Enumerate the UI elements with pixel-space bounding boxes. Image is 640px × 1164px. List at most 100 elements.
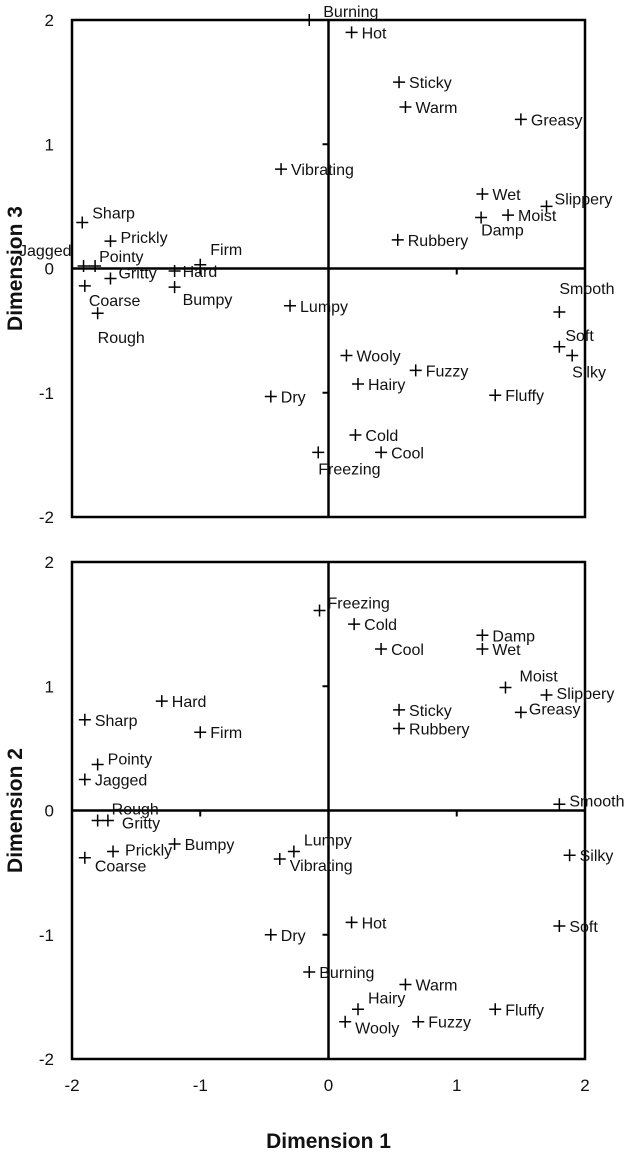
data-point-label: Slippery — [557, 686, 615, 703]
data-point-marker — [78, 773, 91, 786]
top-y-tick-label: -1 — [39, 384, 54, 403]
data-point-marker — [345, 916, 358, 929]
data-point-marker — [502, 209, 515, 222]
data-point-label: Dry — [281, 928, 306, 945]
data-point-marker — [313, 604, 326, 617]
data-point-marker — [349, 428, 362, 441]
data-point-marker — [78, 279, 91, 292]
data-point-label: Vibrating — [291, 162, 354, 179]
data-point-label: Smooth — [569, 793, 624, 810]
data-point-label: Jagged — [95, 772, 148, 789]
data-point-marker — [393, 703, 406, 716]
data-point-label: Freezing — [318, 461, 380, 478]
data-point-marker — [91, 758, 104, 771]
data-point-marker — [514, 706, 527, 719]
data-point-label: Pointy — [108, 752, 152, 769]
data-point-marker — [412, 1015, 425, 1028]
data-point-marker — [514, 113, 527, 126]
data-point-marker — [393, 76, 406, 89]
data-point-marker — [168, 838, 181, 851]
data-point-marker — [78, 713, 91, 726]
data-point-label: Firm — [210, 725, 242, 742]
data-point-label: Greasy — [531, 112, 583, 129]
data-point-marker — [540, 200, 553, 213]
data-point-marker — [489, 389, 502, 402]
data-point-label: Pointy — [99, 249, 143, 266]
data-point-marker — [287, 845, 300, 858]
data-point-label: Cool — [391, 642, 424, 659]
data-point-marker — [104, 235, 117, 248]
data-point-marker — [168, 264, 181, 277]
bottom-y-tick-label: 1 — [45, 677, 54, 696]
data-point-label: Fluffy — [505, 388, 544, 405]
data-point-label: Dry — [281, 389, 306, 406]
data-point-marker — [273, 852, 286, 865]
top-y-tick-label: 1 — [45, 135, 54, 154]
data-point-marker — [393, 722, 406, 735]
data-point-marker — [89, 260, 102, 273]
data-point-marker — [375, 642, 388, 655]
data-point-label: Silky — [572, 364, 606, 381]
data-point-label: Moist — [518, 208, 557, 225]
x-tick-label: 2 — [580, 1076, 589, 1095]
data-point-marker — [91, 814, 104, 827]
data-point-marker — [303, 14, 316, 26]
data-point-label: Wet — [492, 642, 521, 659]
data-point-marker — [476, 629, 489, 642]
data-point-label: Hard — [172, 694, 207, 711]
data-point-marker — [194, 726, 207, 739]
data-point-label: Hot — [362, 915, 387, 932]
data-point-label: Lumpy — [304, 833, 352, 850]
data-point-marker — [391, 233, 404, 246]
data-point-marker — [340, 349, 353, 362]
bottom-y-tick-label: 2 — [45, 553, 54, 572]
data-point-label: Burning — [323, 4, 378, 21]
data-point-marker — [101, 814, 114, 827]
data-point-marker — [499, 681, 512, 694]
data-point-marker — [264, 390, 277, 403]
data-point-marker — [553, 340, 566, 353]
data-point-marker — [77, 260, 90, 273]
data-point-label: Rubbery — [408, 233, 468, 250]
data-point-label: Sharp — [95, 713, 138, 730]
x-tick-label: 1 — [452, 1076, 461, 1095]
data-point-label: Jagged — [19, 243, 72, 260]
data-point-marker — [339, 1015, 352, 1028]
data-point-label: Rough — [112, 801, 159, 818]
data-point-label: Silky — [580, 848, 614, 865]
bottom-y-axis-title: Dimension 2 — [4, 748, 27, 873]
data-point-marker — [303, 966, 316, 979]
data-point-marker — [264, 928, 277, 941]
data-point-marker — [476, 642, 489, 655]
data-point-label: Wooly — [356, 348, 400, 365]
data-point-label: Hot — [362, 25, 387, 42]
x-tick-label: 0 — [324, 1076, 333, 1095]
data-point-marker — [78, 851, 91, 864]
data-point-label: Damp — [481, 223, 524, 240]
top-y-tick-label: 2 — [45, 11, 54, 30]
data-point-label: Warm — [415, 977, 457, 994]
data-point-label: Vibrating — [290, 858, 353, 875]
top-y-axis-title: Dimension 3 — [4, 206, 27, 331]
data-point-label: Coarse — [89, 293, 141, 310]
data-point-marker — [399, 100, 412, 113]
data-point-label: Rough — [98, 330, 145, 347]
data-point-label: Soft — [565, 328, 594, 345]
data-point-label: Sticky — [409, 75, 452, 92]
data-point-label: Prickly — [120, 230, 167, 247]
data-point-label: Hairy — [368, 377, 405, 394]
data-point-label: Sticky — [409, 703, 452, 720]
data-point-label: Smooth — [559, 281, 614, 298]
data-point-label: Bumpy — [183, 292, 233, 309]
data-point-marker — [563, 849, 576, 862]
data-point-label: Hairy — [368, 990, 405, 1007]
data-point-label: Soft — [569, 919, 598, 936]
data-point-label: Firm — [210, 242, 242, 259]
data-point-marker — [475, 211, 488, 224]
data-point-label: Hard — [183, 264, 218, 281]
data-point-label: Cool — [391, 445, 424, 462]
data-point-label: Coarse — [95, 859, 147, 876]
